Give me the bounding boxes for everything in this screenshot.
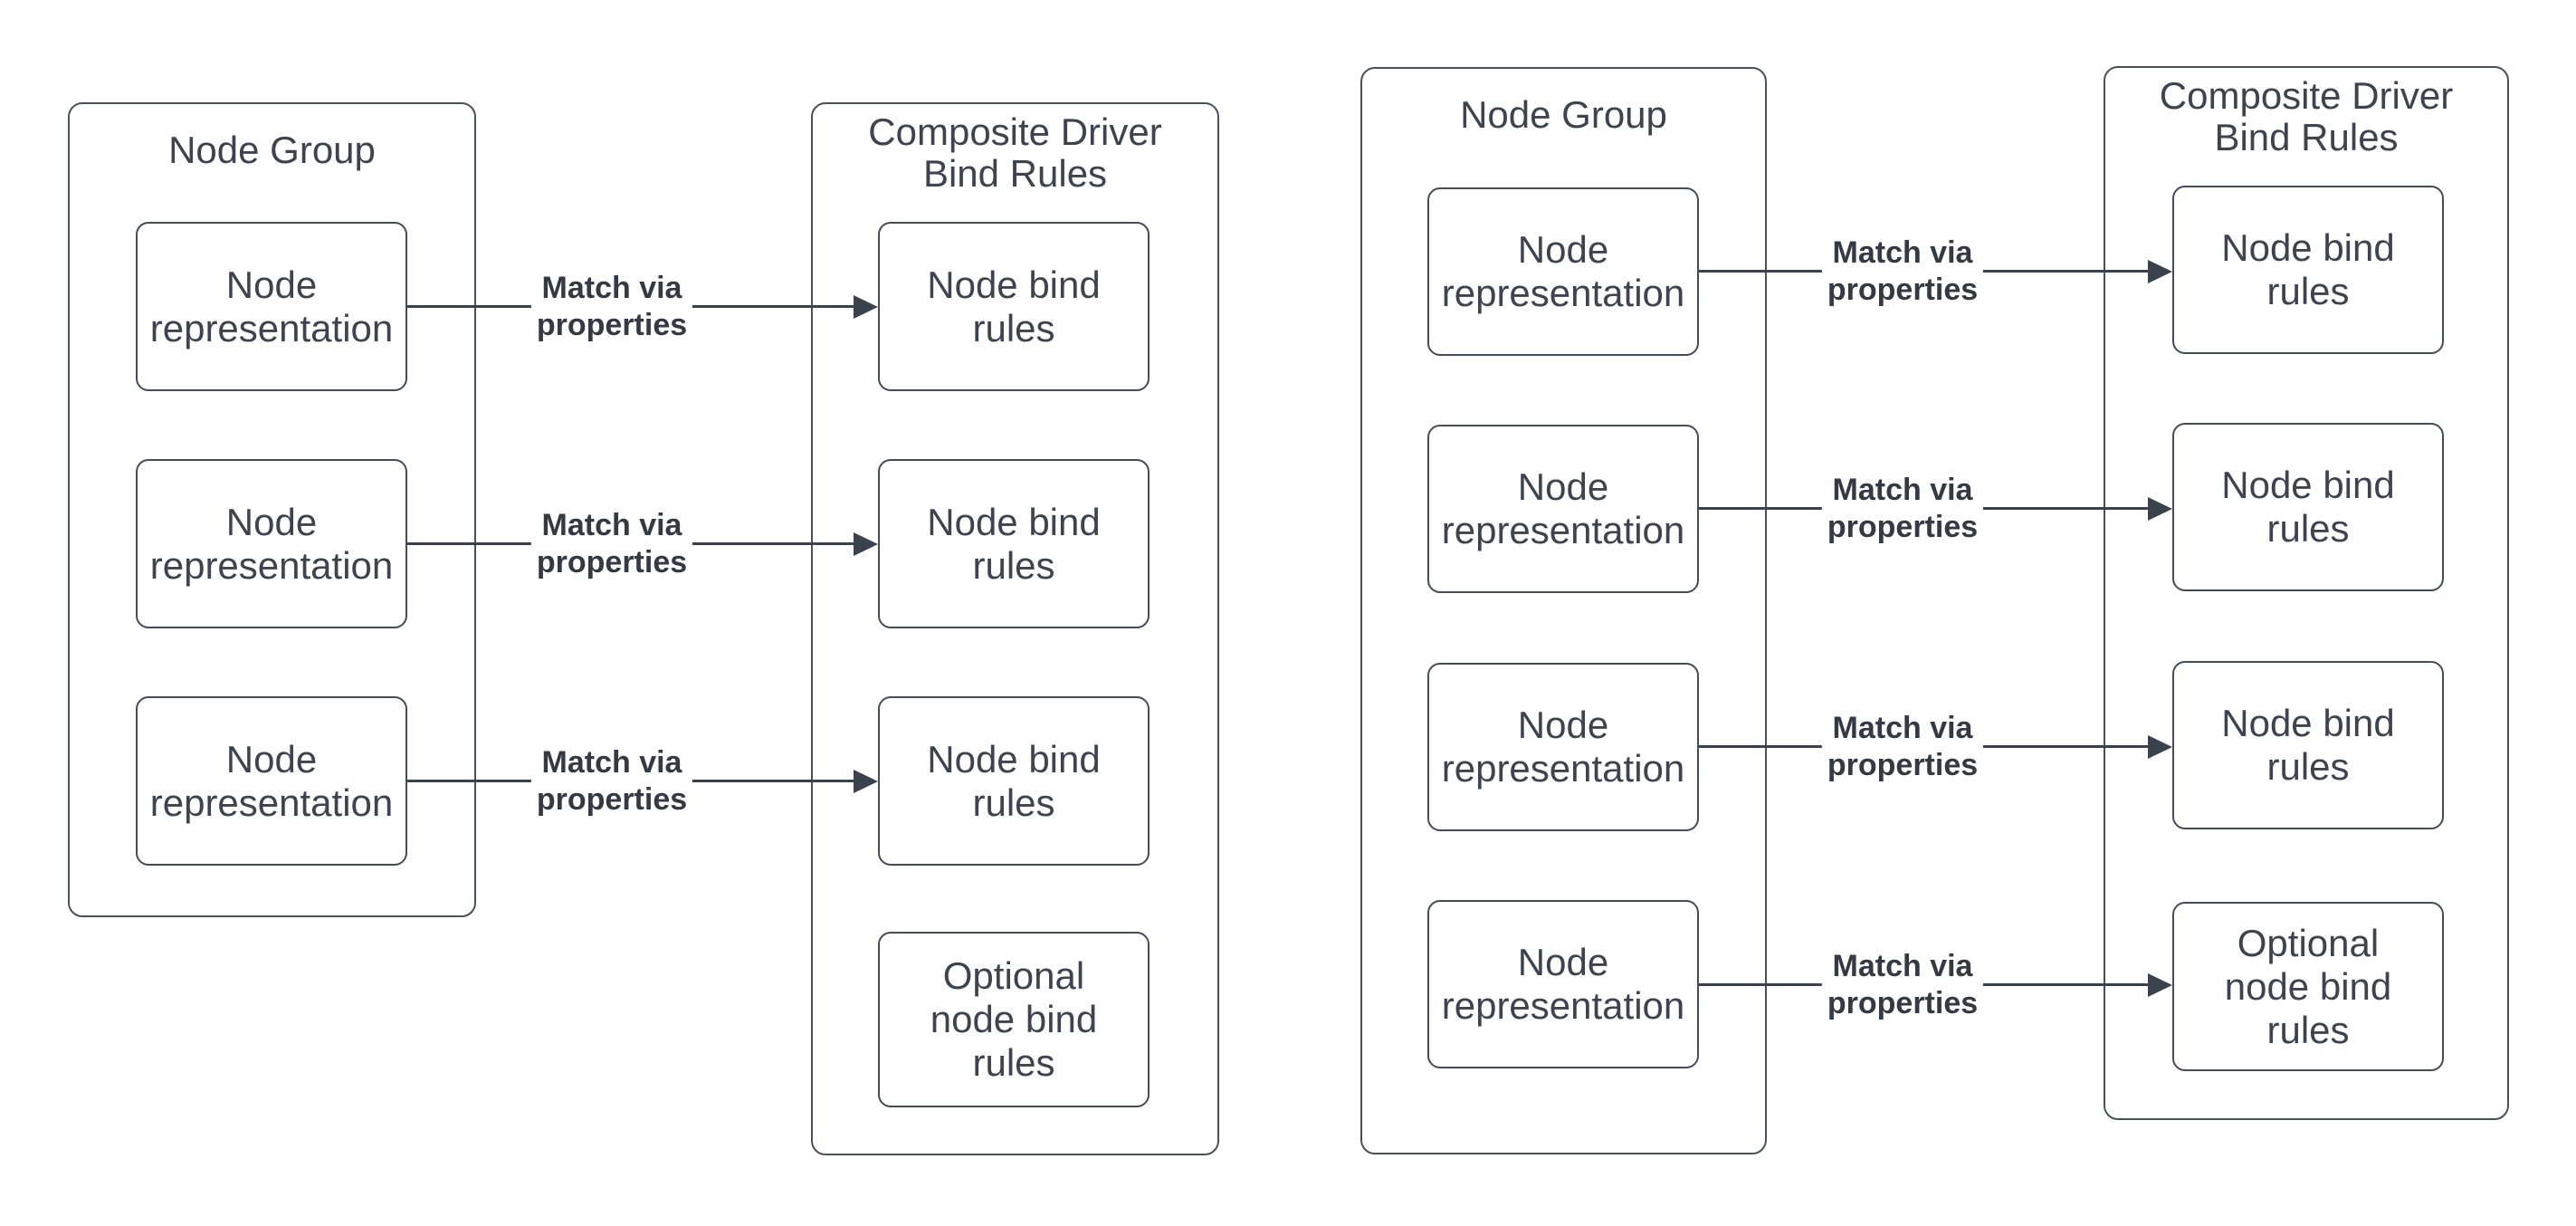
- right-optional-node-bind-rules-box: Optional node bind rules: [2172, 902, 2444, 1071]
- right-arrow-label-1: Match via properties: [1821, 234, 1984, 310]
- right-arrow-head-4: [2148, 973, 2172, 997]
- right-node-bind-rules-box-1: Node bind rules: [2172, 186, 2444, 354]
- right-node-group-title: Node Group: [1460, 93, 1667, 136]
- right-arrow-head-1: [2148, 260, 2172, 283]
- right-arrow-head-3: [2148, 735, 2172, 759]
- right-arrow-label-4: Match via properties: [1821, 947, 1984, 1023]
- right-node-representation-box-3: Node representation: [1427, 663, 1699, 831]
- right-node-representation-box-4: Node representation: [1427, 900, 1699, 1068]
- right-arrow-label-2: Match via properties: [1821, 471, 1984, 547]
- right-arrow-label-3: Match via properties: [1821, 709, 1984, 785]
- right-node-representation-box-2: Node representation: [1427, 425, 1699, 593]
- left-arrow-head-3: [854, 770, 878, 793]
- left-arrow-label-1: Match via properties: [530, 269, 693, 345]
- right-node-representation-box-1: Node representation: [1427, 187, 1699, 356]
- left-optional-node-bind-rules-box: Optional node bind rules: [878, 932, 1150, 1107]
- right-composite-driver-title: Composite Driver Bind Rules: [2159, 74, 2454, 158]
- left-node-representation-box-2: Node representation: [136, 459, 407, 628]
- left-node-representation-box-3: Node representation: [136, 696, 407, 866]
- left-node-bind-rules-box-1: Node bind rules: [878, 222, 1150, 391]
- left-node-bind-rules-box-3: Node bind rules: [878, 696, 1150, 866]
- left-node-representation-box-1: Node representation: [136, 222, 407, 391]
- left-composite-driver-title: Composite Driver Bind Rules: [868, 110, 1162, 195]
- right-node-bind-rules-box-3: Node bind rules: [2172, 661, 2444, 829]
- left-arrow-head-1: [854, 295, 878, 319]
- left-arrow-label-2: Match via properties: [530, 506, 693, 582]
- left-arrow-label-3: Match via properties: [530, 743, 693, 819]
- left-arrow-head-2: [854, 532, 878, 556]
- left-node-bind-rules-box-2: Node bind rules: [878, 459, 1150, 628]
- right-node-bind-rules-box-2: Node bind rules: [2172, 423, 2444, 591]
- right-arrow-head-2: [2148, 497, 2172, 521]
- left-node-group-title: Node Group: [168, 129, 376, 171]
